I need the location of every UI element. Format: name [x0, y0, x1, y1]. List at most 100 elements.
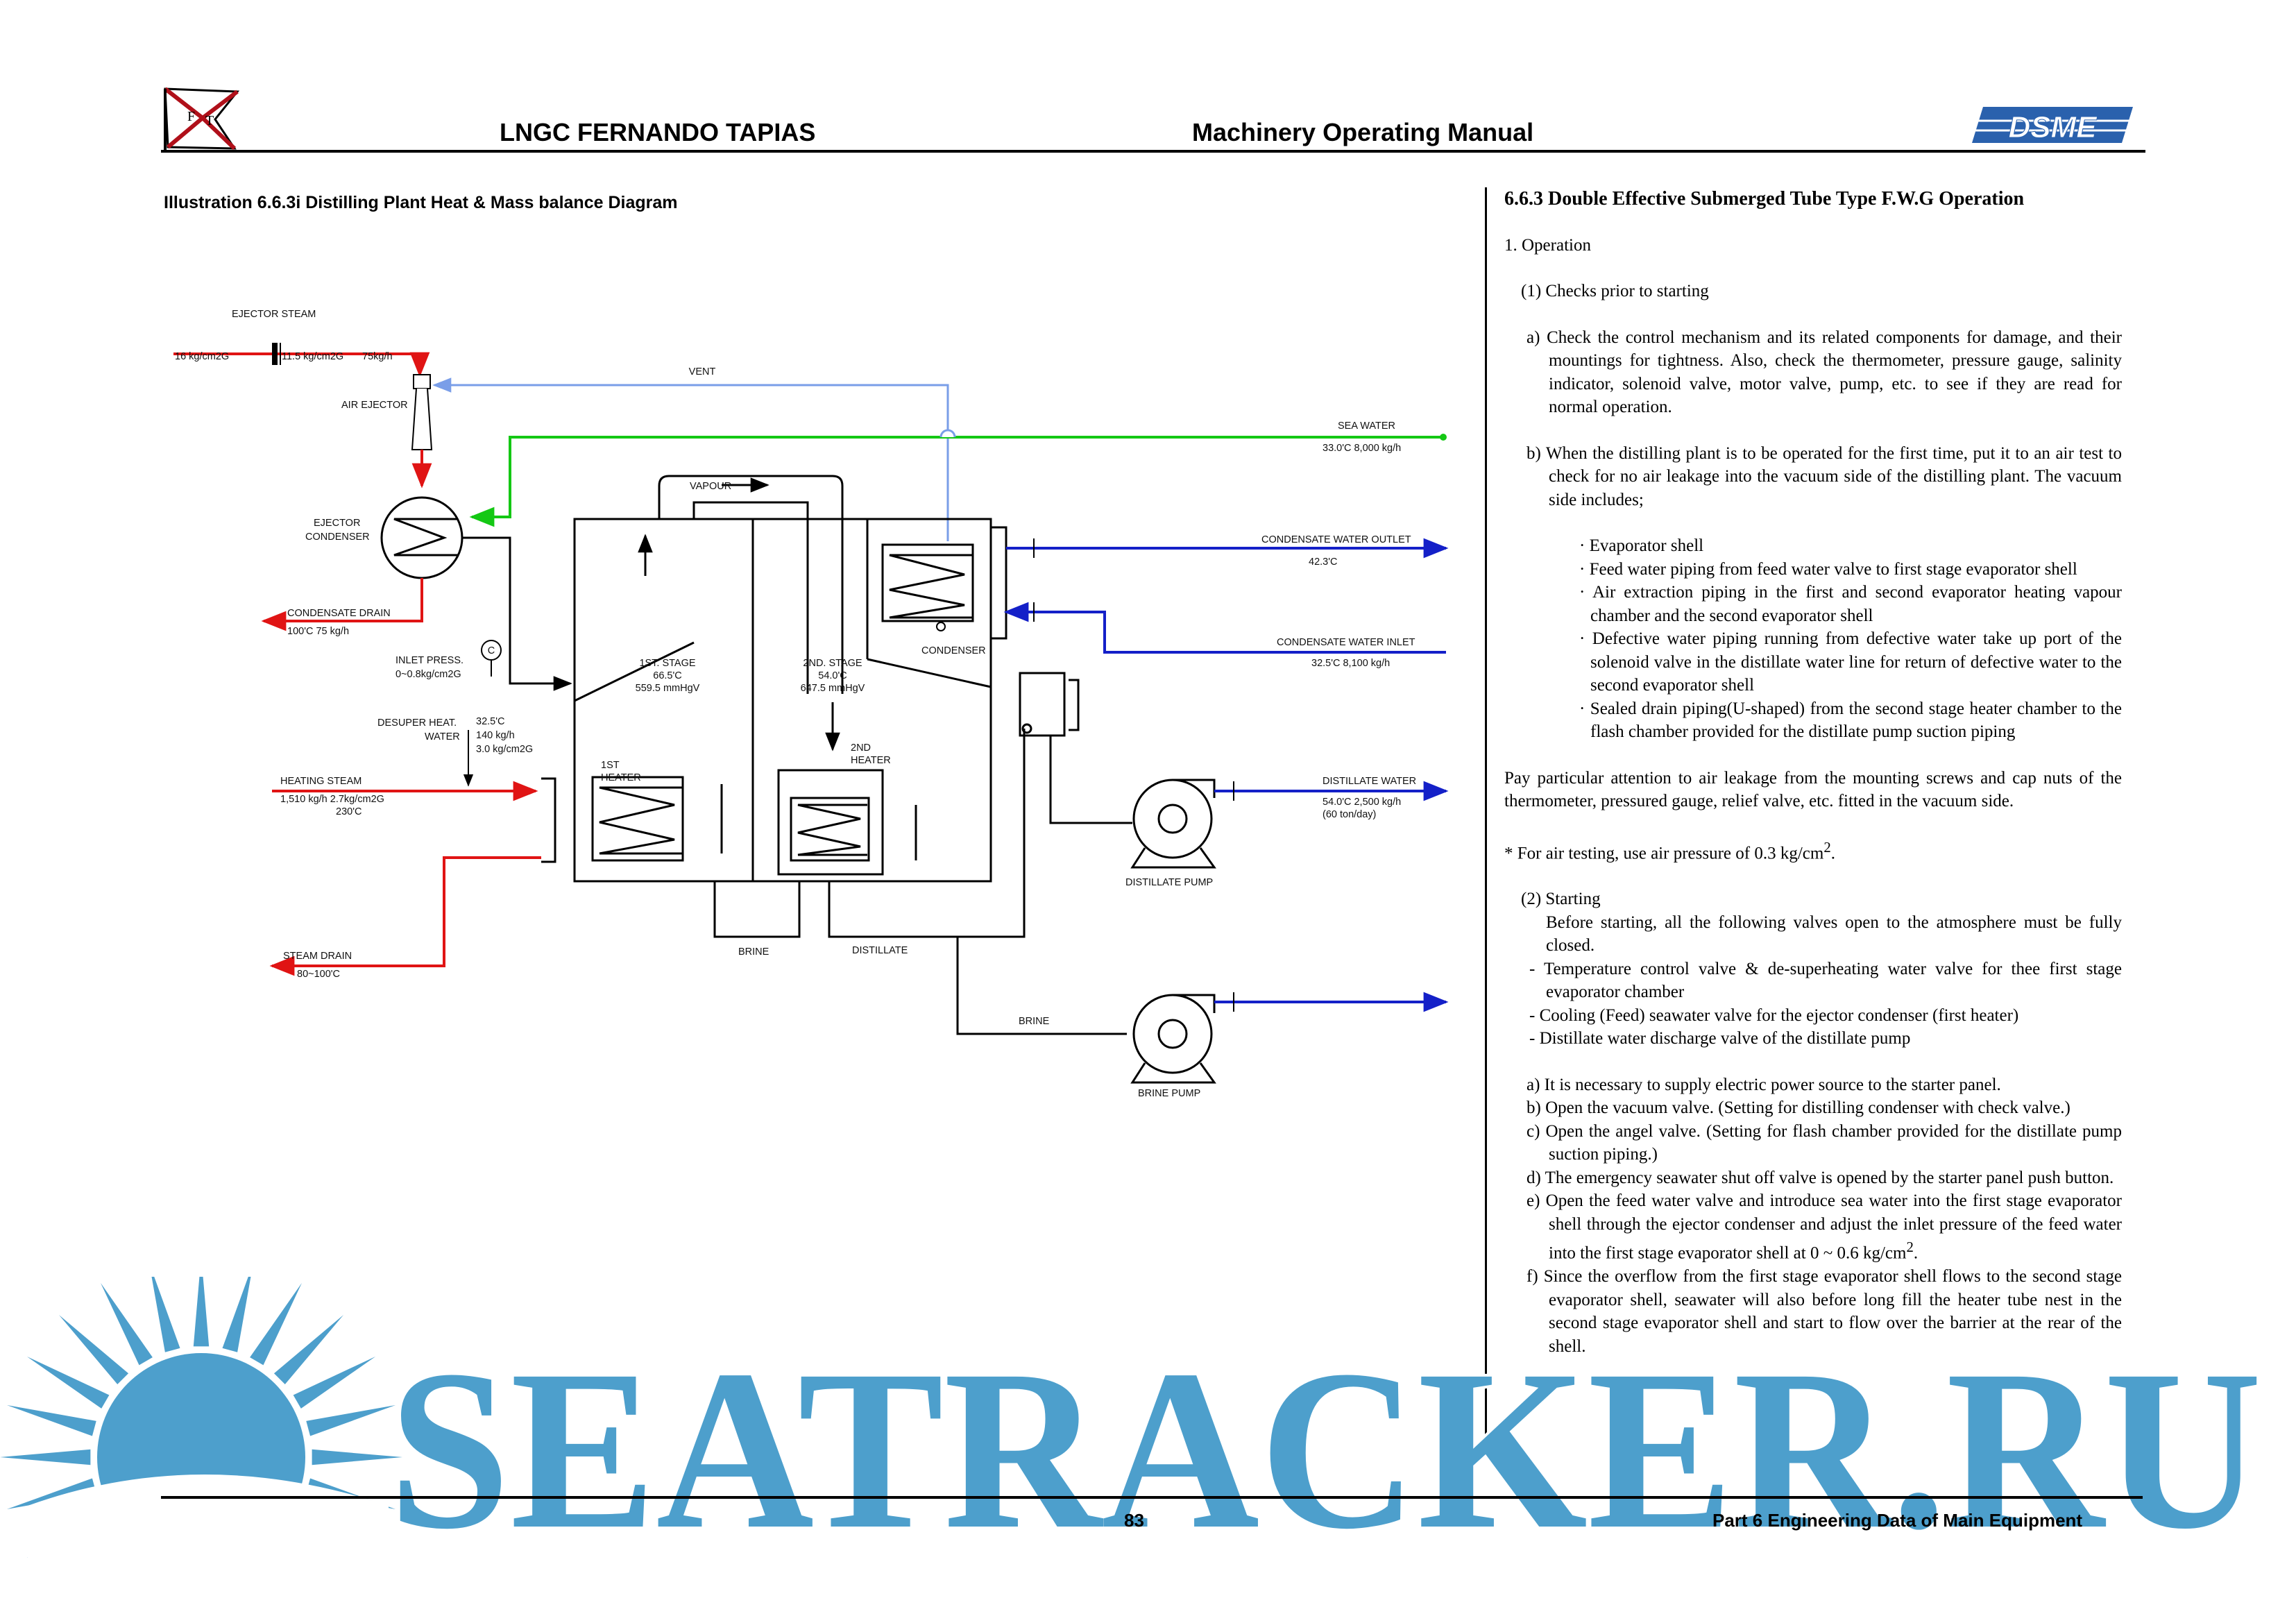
step-item: c) Open the angel valve. (Setting for fl…: [1527, 1121, 2122, 1164]
dash-item: - Cooling (Feed) seawater valve for the …: [1529, 1005, 2019, 1025]
flash-chamber: [1019, 672, 1080, 737]
label-distillate-pump: DISTILLATE PUMP: [1125, 877, 1213, 888]
sun-ray: [193, 1277, 210, 1347]
sun-ray: [0, 1449, 91, 1465]
watermark-text: SEATRACKER.RU: [389, 1323, 2262, 1577]
label-ejector-steam: EJECTOR STEAM: [232, 309, 316, 320]
sun-ray: [273, 1314, 344, 1385]
label-brine-2: BRINE: [1019, 1016, 1050, 1027]
label-condensate-drain-val: 100'C 75 kg/h: [287, 626, 349, 637]
column-divider: [1485, 187, 1487, 1443]
second-heater: [777, 769, 917, 876]
inlet-gauge-c: C: [488, 645, 495, 656]
label-heater2-2: HEATER: [851, 755, 891, 766]
section-heading: 6.6.3 Double Effective Submerged Tube Ty…: [1504, 188, 2025, 210]
sun-ray: [101, 1282, 153, 1366]
first-heater: [541, 776, 723, 863]
label-stage2-2: 54.0'C: [818, 670, 847, 681]
label-desuper-2: WATER: [425, 731, 460, 742]
sun-ray: [306, 1404, 396, 1436]
sun-ray: [151, 1277, 180, 1352]
label-heater1-2: HEATER: [601, 772, 641, 783]
bullet-item: · Defective water piping running from de…: [1579, 629, 2122, 695]
label-stage2-3: 647.5 mmHgV: [801, 683, 865, 694]
step-item: a) It is necessary to supply electric po…: [1527, 1075, 2001, 1094]
step-item: d) The emergency seawater shut off valve…: [1527, 1168, 2114, 1187]
label-vent: VENT: [689, 366, 716, 377]
label-distillate-water: DISTILLATE WATER: [1323, 776, 1416, 787]
label-cond-outlet-val: 42.3'C: [1309, 556, 1337, 568]
label-desuper-v2: 140 kg/h: [476, 730, 515, 741]
checks-heading: (1) Checks prior to starting: [1521, 282, 1709, 300]
evaporator-shell: [573, 475, 1007, 883]
label-stage1-1: 1ST. STAGE: [639, 658, 695, 669]
sun-ray: [222, 1277, 251, 1352]
label-condenser: CONDENSER: [921, 645, 986, 656]
air-test-note: * For air testing, use air pressure of 0…: [1504, 838, 1835, 863]
label-steam-75: 75kg/h: [362, 351, 393, 362]
label-brine: BRINE: [738, 946, 769, 958]
check-b: b) When the distilling plant is to be op…: [1527, 443, 2122, 509]
label-distillate-water-v2: (60 ton/day): [1323, 809, 1376, 820]
label-stage1-2: 66.5'C: [653, 670, 681, 681]
page-number: 83: [1124, 1510, 1144, 1531]
label-brine-pump: BRINE PUMP: [1138, 1088, 1200, 1099]
label-distillate-water-v1: 54.0'C 2,500 kg/h: [1323, 797, 1401, 808]
dash-item: - Distillate water discharge valve of th…: [1529, 1029, 1911, 1048]
sun-ray: [6, 1404, 96, 1436]
label-cond-inlet: CONDENSATE WATER INLET: [1277, 637, 1415, 648]
bullet-item: · Evaporator shell: [1579, 536, 1704, 555]
label-stage2-1: 2ND. STAGE: [803, 658, 862, 669]
label-heater1-1: 1ST: [601, 760, 620, 771]
manual-title: Machinery Operating Manual: [1192, 118, 1534, 146]
illustration-title: Illustration 6.6.3i Distilling Plant Hea…: [164, 193, 678, 212]
label-desuper-1: DESUPER HEAT.: [377, 717, 457, 729]
check-a: a) Check the control mechanism and its r…: [1527, 328, 2122, 417]
label-steam-drain: STEAM DRAIN: [283, 951, 352, 962]
brine-pump: [1130, 994, 1216, 1084]
dsme-logo: DSME: [1972, 107, 2133, 145]
label-desuper-v1: 32.5'C: [476, 716, 504, 727]
air-ejector: [411, 374, 433, 488]
condenser-coil: [881, 543, 974, 622]
label-heating-steam-v2: 230'C: [336, 806, 362, 817]
sun-ray: [58, 1314, 129, 1385]
label-vapour: VAPOUR: [690, 481, 731, 492]
label-ejector-condenser-2: CONDENSER: [305, 532, 370, 543]
logo-letter-f: F: [187, 109, 195, 124]
sun-ray: [250, 1282, 302, 1366]
bullet-item: · Feed water piping from feed water valv…: [1579, 559, 2077, 579]
sun-ray: [26, 1357, 110, 1409]
label-heating-steam-v1: 1,510 kg/h 2.7kg/cm2G: [280, 794, 384, 805]
label-cond-outlet: CONDENSATE WATER OUTLET: [1261, 534, 1411, 545]
sun-ray: [6, 1478, 96, 1510]
label-distillate: DISTILLATE: [852, 945, 908, 956]
label-cond-inlet-val: 32.5'C 8,100 kg/h: [1311, 658, 1390, 669]
label-steam-drain-val: 80~100'C: [297, 969, 340, 980]
label-sea-water: SEA WATER: [1338, 420, 1395, 432]
operation-heading: 1. Operation: [1504, 235, 1591, 255]
label-steam-16: 16 kg/cm2G: [175, 351, 229, 362]
header-rule: [161, 150, 2145, 153]
distillate-pump: [1130, 779, 1216, 869]
dsme-logo-text: DSME: [2008, 110, 2098, 144]
part-title: Part 6 Engineering Data of Main Equipmen…: [1712, 1510, 2083, 1531]
bullet-item: · Sealed drain piping(U-shaped) from the…: [1579, 699, 2122, 742]
logo-letter-t: T: [205, 113, 214, 128]
starting-intro: Before starting, all the following valve…: [1546, 912, 2122, 955]
step-item: b) Open the vacuum valve. (Setting for d…: [1527, 1098, 2070, 1118]
label-desuper-v3: 3.0 kg/cm2G: [476, 744, 533, 755]
ejector-steam-line: [173, 343, 430, 377]
label-stage1-3: 559.5 mmHgV: [636, 683, 700, 694]
operation-text: 6.6.3 Double Effective Submerged Tube Ty…: [1504, 187, 2122, 1358]
label-air-ejector: AIR EJECTOR: [341, 400, 408, 411]
ship-name: LNGC FERNANDO TAPIAS: [500, 118, 816, 146]
label-steam-115: 11.5 kg/cm2G: [282, 351, 343, 362]
label-sea-water-val: 33.0'C 8,000 kg/h: [1323, 443, 1401, 454]
label-condensate-drain: CONDENSATE DRAIN: [287, 608, 391, 619]
label-inlet-press-1: INLET PRESS.: [396, 655, 464, 666]
sun-ray: [293, 1357, 376, 1409]
step-item-f: f) Since the overflow from the first sta…: [1527, 1267, 2122, 1356]
dash-item: - Temperature control valve & de-superhe…: [1529, 959, 2122, 1002]
label-heater2-1: 2ND: [851, 742, 871, 754]
